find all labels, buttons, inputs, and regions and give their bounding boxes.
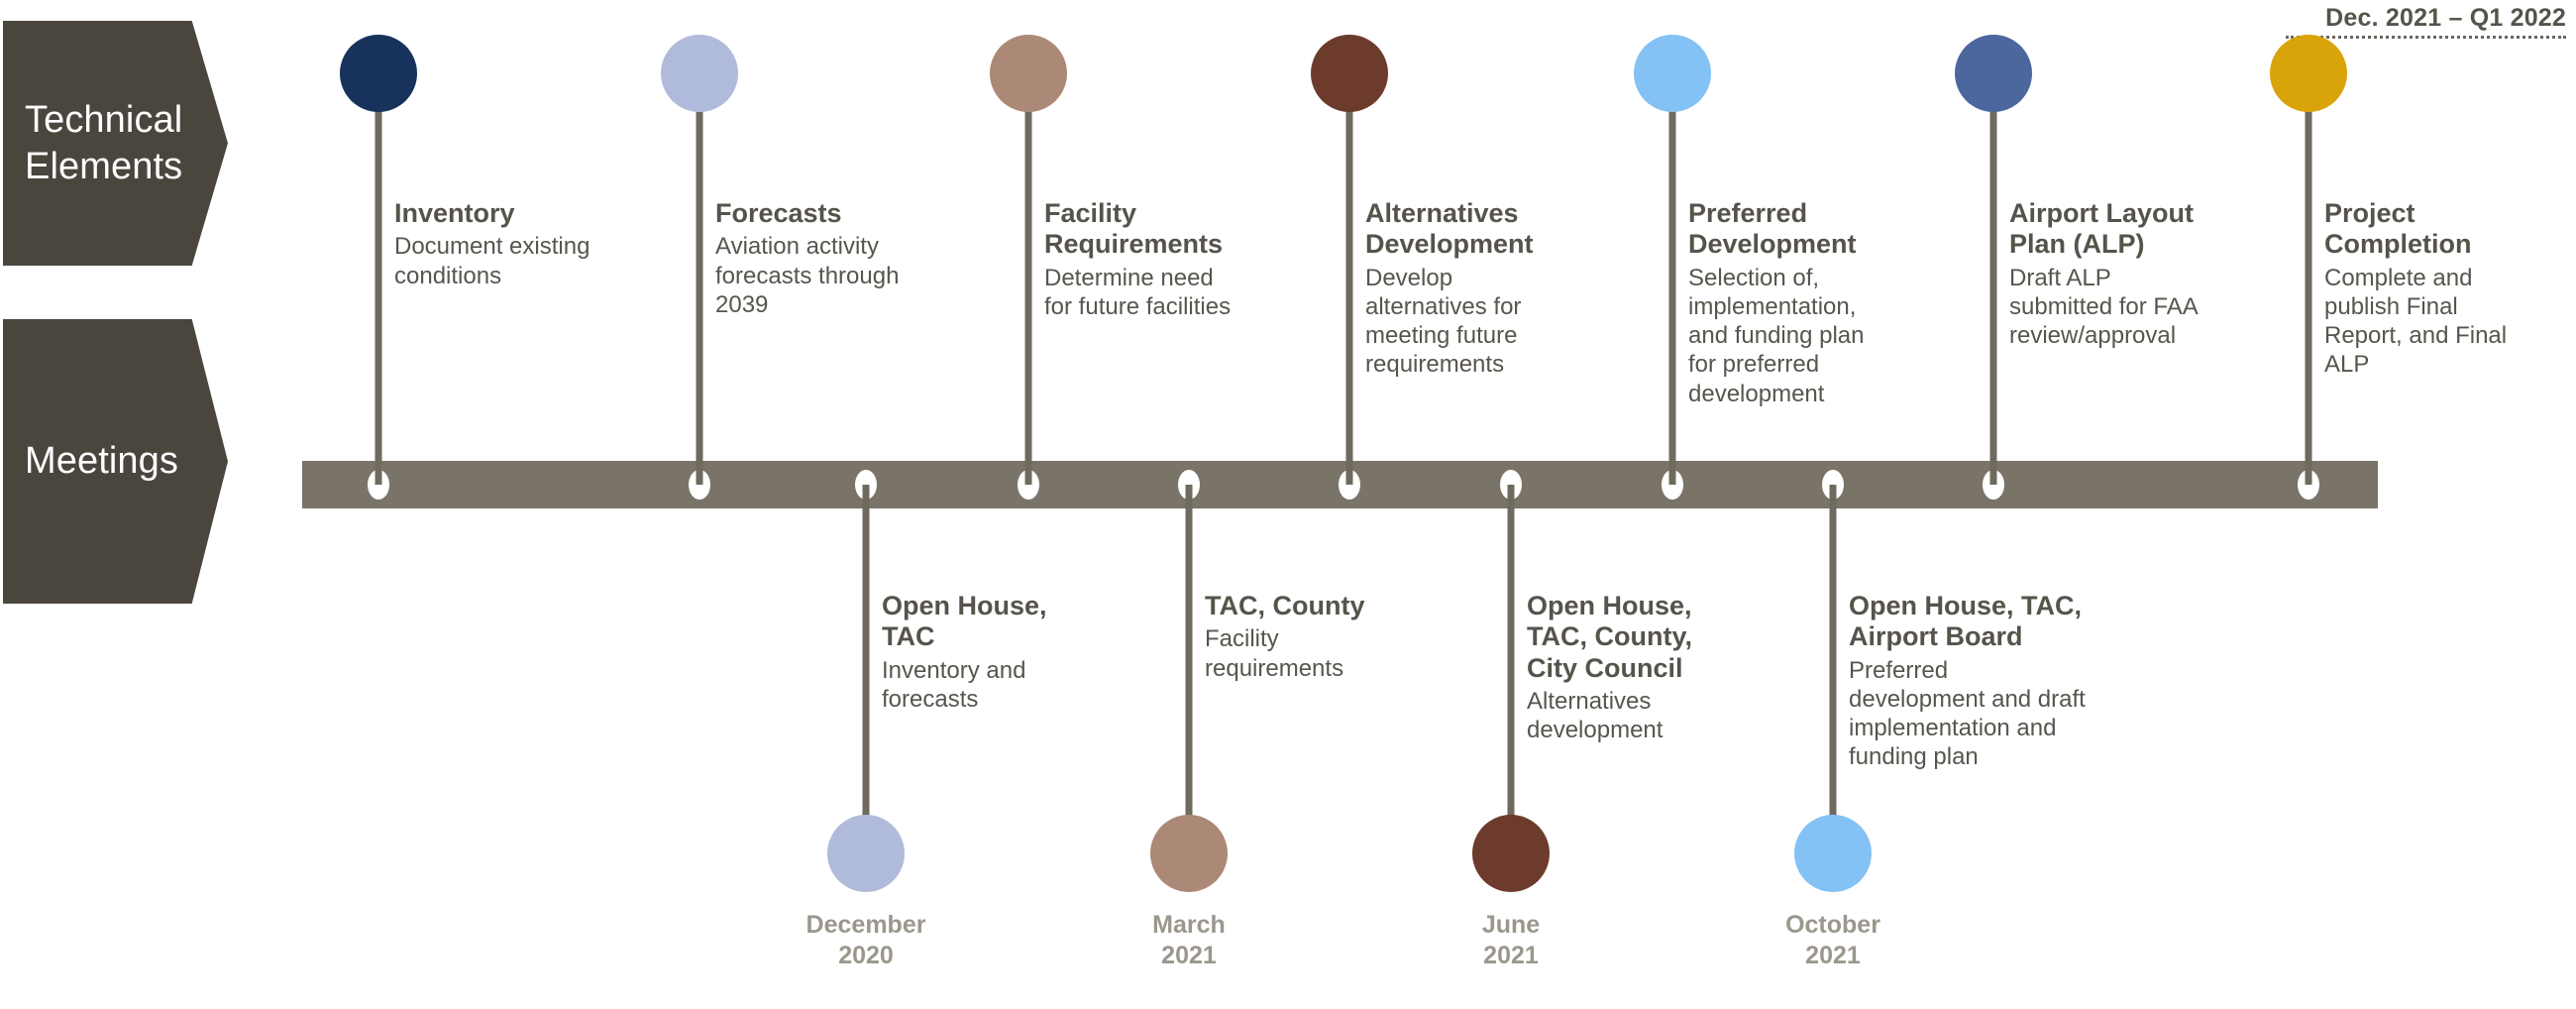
meeting-stem-3 (1507, 485, 1515, 825)
milestone-description-7: Complete and publish Final Report, and F… (2324, 264, 2508, 379)
timeline-bar-dot (2298, 470, 2319, 500)
milestone-title-1: Inventory (394, 198, 515, 228)
milestone-stem-5 (1668, 104, 1676, 485)
milestone-circle-4[interactable] (1311, 35, 1388, 112)
milestone-description-1: Document existing conditions (394, 233, 590, 289)
meeting-title-2: TAC, County (1205, 591, 1365, 620)
meeting-title-1: Open House, TAC (882, 591, 1047, 652)
timeline-bar-dot (1662, 470, 1683, 500)
timeline-bar-dot (1018, 470, 1039, 500)
milestone-title-7: Project Completion (2324, 198, 2472, 260)
timeline-bar-dot (689, 470, 710, 500)
milestone-stem-7 (2305, 104, 2312, 485)
meeting-circle-3[interactable] (1472, 815, 1550, 892)
milestone-text-6: Airport Layout Plan (ALP)Draft ALP submi… (2009, 198, 2297, 350)
meeting-circle-2[interactable] (1150, 815, 1228, 892)
milestone-circle-7[interactable] (2270, 35, 2347, 112)
timeline-bar-dot (1983, 470, 2004, 500)
meeting-date-label-2: March 2021 (1152, 911, 1226, 970)
milestone-description-4: Develop alternatives for meeting future … (1365, 264, 1522, 379)
meeting-stem-2 (1185, 485, 1193, 825)
meeting-description-1: Inventory and forecasts (882, 656, 1026, 713)
timeline-bar-dot (368, 470, 389, 500)
milestone-description-5: Selection of, implementation, and fundin… (1688, 264, 1865, 407)
milestone-circle-5[interactable] (1634, 35, 1711, 112)
milestone-title-4: Alternatives Development (1365, 198, 1534, 260)
milestone-circle-2[interactable] (661, 35, 738, 112)
meeting-stem-4 (1829, 485, 1837, 825)
milestone-stem-6 (1989, 104, 1997, 485)
milestone-circle-3[interactable] (990, 35, 1067, 112)
meeting-stem-1 (862, 485, 870, 825)
meeting-description-4: Preferred development and draft implemen… (1849, 656, 2086, 771)
milestone-description-3: Determine need for future facilities (1044, 264, 1232, 320)
milestone-description-6: Draft ALP submitted for FAA review/appro… (2009, 264, 2199, 350)
banner-technical-elements-label: Technical Elements (25, 99, 183, 187)
milestone-stem-4 (1345, 104, 1353, 485)
meeting-title-4: Open House, TAC, Airport Board (1849, 591, 2083, 652)
milestone-title-6: Airport Layout Plan (ALP) (2009, 198, 2194, 260)
header-date-range: Dec. 2021 – Q1 2022 (2286, 4, 2566, 39)
milestone-circle-1[interactable] (340, 35, 417, 112)
milestone-title-3: Facility Requirements (1044, 198, 1224, 260)
meeting-date-label-4: October 2021 (1785, 911, 1880, 970)
header-dotted-rule (2286, 36, 2566, 39)
meeting-date-label-1: December 2020 (805, 911, 926, 970)
milestone-stem-2 (696, 104, 703, 485)
meeting-description-2: Facility requirements (1205, 625, 1344, 682)
timeline-bar-dot (1339, 470, 1360, 500)
meeting-description-3: Alternatives development (1527, 687, 1664, 744)
banner-technical-elements: Technical Elements (3, 21, 228, 266)
timeline-bar (302, 461, 2378, 508)
milestone-stem-3 (1024, 104, 1032, 485)
milestone-title-5: Preferred Development (1688, 198, 1857, 260)
milestone-circle-6[interactable] (1955, 35, 2032, 112)
milestone-title-2: Forecasts (715, 198, 842, 228)
header-date-range-label: Dec. 2021 – Q1 2022 (2325, 4, 2566, 32)
meeting-title-3: Open House, TAC, County, City Council (1527, 591, 1692, 683)
meeting-date-label-3: June 2021 (1481, 911, 1541, 970)
milestone-stem-1 (375, 104, 382, 485)
meeting-circle-4[interactable] (1794, 815, 1872, 892)
meeting-circle-1[interactable] (827, 815, 905, 892)
milestone-description-2: Aviation activity forecasts through 2039 (715, 233, 900, 318)
banner-meetings-label: Meetings (25, 440, 178, 483)
banner-meetings: Meetings (3, 319, 228, 604)
